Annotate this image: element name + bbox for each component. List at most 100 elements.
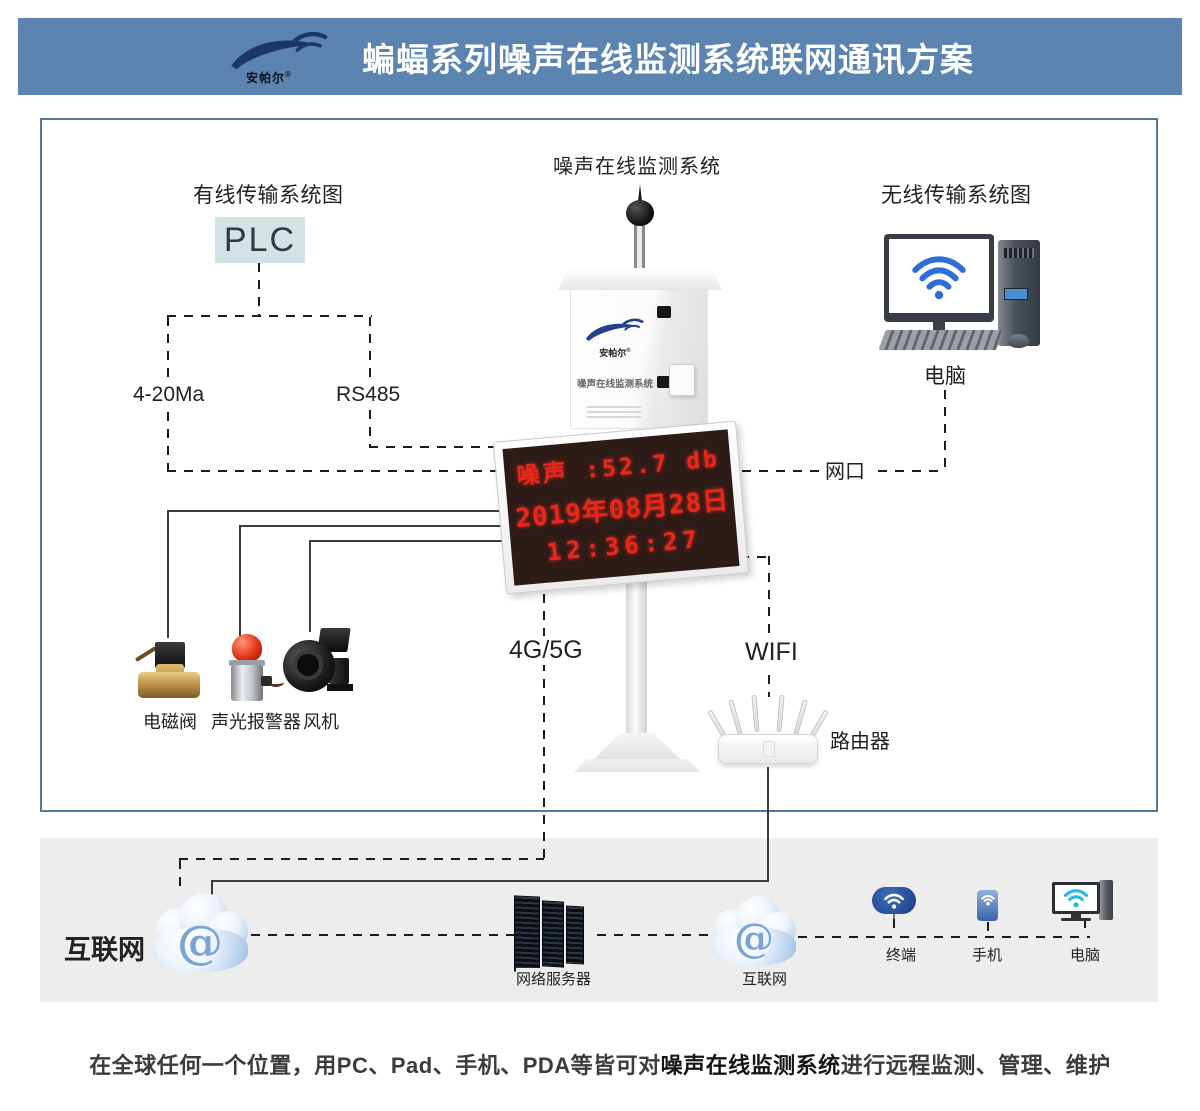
- fan-image: [283, 628, 353, 698]
- line-server-cloud2: [597, 934, 714, 936]
- cabinet-hinge: [657, 306, 671, 318]
- display-base-plate: [574, 759, 700, 772]
- phone-image: [977, 890, 998, 921]
- alarm-connector: [261, 676, 272, 686]
- analog-label: 4-20Ma: [133, 383, 205, 406]
- fan-foot: [327, 684, 353, 691]
- line-client-pc: [1084, 919, 1086, 936]
- line-alarm-v: [239, 527, 241, 636]
- server-image: [514, 895, 592, 974]
- cloud-base: [152, 928, 248, 972]
- header-bar: 安帕尔® 蝙蝠系列噪声在线监测系统联网通讯方案: [18, 18, 1182, 95]
- mic-windscreen-tip: [638, 184, 642, 202]
- alarm-ring: [229, 660, 265, 666]
- keyboard: [878, 330, 1004, 350]
- alarm-body: [231, 665, 263, 701]
- led-time: 12:36:27: [545, 525, 704, 567]
- line-fan-h: [309, 540, 504, 542]
- line-router-down: [767, 767, 769, 882]
- computer-monitor: [884, 234, 994, 322]
- line-plc-branch: [167, 315, 372, 317]
- server-rack: [542, 900, 564, 968]
- led-screen: 噪声 :52.7 db 2019年08月28日 12:36:27: [502, 429, 740, 586]
- client-pc-base: [1061, 918, 1091, 921]
- line-cloud-server: [251, 934, 514, 936]
- client-pc-monitor: [1052, 882, 1100, 914]
- phone-label: 手机: [972, 944, 1003, 965]
- valve-coil: [155, 642, 185, 668]
- cabinet-vent: [587, 406, 641, 418]
- client-pc-image: [1052, 880, 1118, 924]
- mic-mast: [634, 224, 645, 272]
- cellular-label: 4G/5G: [504, 636, 588, 665]
- display-pole: [626, 582, 647, 737]
- internet-cloud-2: @: [708, 896, 800, 970]
- router-antenna: [751, 694, 760, 733]
- actuator-label: 声光报警器: [211, 712, 301, 732]
- at-sign-icon: @: [734, 915, 774, 963]
- server-label: 网络服务器: [516, 968, 592, 989]
- footer-text-after: 进行远程监测、管理、维护: [840, 1053, 1111, 1078]
- alarm-dome: [232, 634, 262, 662]
- line-lan-v: [944, 390, 946, 470]
- client-pc-label: 电脑: [1070, 944, 1101, 965]
- line-clients: [798, 936, 1090, 938]
- mouse: [1008, 334, 1029, 348]
- computer-tower: [998, 240, 1040, 346]
- line-alarm-h: [239, 525, 504, 527]
- line-valve-h: [167, 510, 504, 512]
- wifi-icon: [980, 895, 995, 906]
- line-analog-down: [167, 412, 169, 470]
- line-to-analog: [167, 317, 169, 378]
- station-cabinet: 安帕尔® 噪声在线监测系统: [570, 289, 708, 429]
- line-wifi-v: [768, 556, 770, 697]
- cabinet-brand: 安帕尔®: [599, 348, 631, 358]
- led-display-board: 噪声 :52.7 db 2019年08月28日 12:36:27: [492, 420, 750, 595]
- line-to-serial: [369, 317, 371, 378]
- router-antenna: [792, 699, 809, 736]
- cabinet-swoosh-icon: [585, 318, 644, 341]
- cabinet-hinge: [657, 376, 671, 388]
- solenoid-valve-image: [134, 642, 202, 704]
- computer-label: 电脑: [924, 365, 966, 388]
- valve-lever: [134, 645, 158, 663]
- internet-label: 互联网: [64, 928, 145, 967]
- line-wifi-h: [740, 556, 770, 558]
- client-pc-tower: [1099, 880, 1113, 920]
- station-title: 噪声在线监测系统: [553, 156, 721, 178]
- line-router-band-h: [211, 880, 768, 882]
- line-phone: [987, 922, 989, 936]
- line-cellular-v: [543, 577, 545, 858]
- router-image: [707, 694, 829, 766]
- line-terminal: [893, 919, 895, 936]
- wireless-section-title: 无线传输系统图: [881, 184, 1032, 207]
- page-title: 蝙蝠系列噪声在线监测系统联网通讯方案: [362, 40, 974, 78]
- line-cellular-to-cloud: [179, 860, 181, 894]
- line-router-to-cloud: [211, 882, 213, 897]
- internet-label-2: 互联网: [742, 968, 788, 989]
- monitor-stand: [933, 322, 945, 333]
- line-analog-to-display: [167, 470, 504, 472]
- alarm-wire: [270, 679, 284, 687]
- actuator-label: 风机: [303, 712, 339, 732]
- brand-swoosh-icon: [231, 31, 328, 69]
- brand-logo: 安帕尔®: [226, 29, 334, 87]
- wifi-icon: [884, 893, 904, 909]
- cabinet-handle: [669, 364, 695, 396]
- client-pc-stand: [1071, 914, 1081, 918]
- mic-windscreen: [626, 200, 654, 226]
- cabinet-lid: [558, 268, 722, 290]
- at-sign-icon: @: [177, 914, 223, 969]
- wifi-icon: [912, 256, 966, 300]
- footer-caption: 在全球任何一个位置，用PC、Pad、手机、PDA等皆可对噪声在线监测系统进行远程…: [0, 1048, 1200, 1080]
- wifi-icon: [1063, 889, 1089, 908]
- lan-port-label: 网口: [820, 455, 870, 484]
- router-antenna: [727, 699, 744, 736]
- serial-label: RS485: [336, 383, 401, 406]
- valve-body: [138, 672, 200, 698]
- terminal-image: [872, 887, 916, 914]
- tower-display: [1004, 288, 1028, 300]
- wifi-label: WIFI: [740, 638, 803, 667]
- terminal-stand: [893, 914, 895, 919]
